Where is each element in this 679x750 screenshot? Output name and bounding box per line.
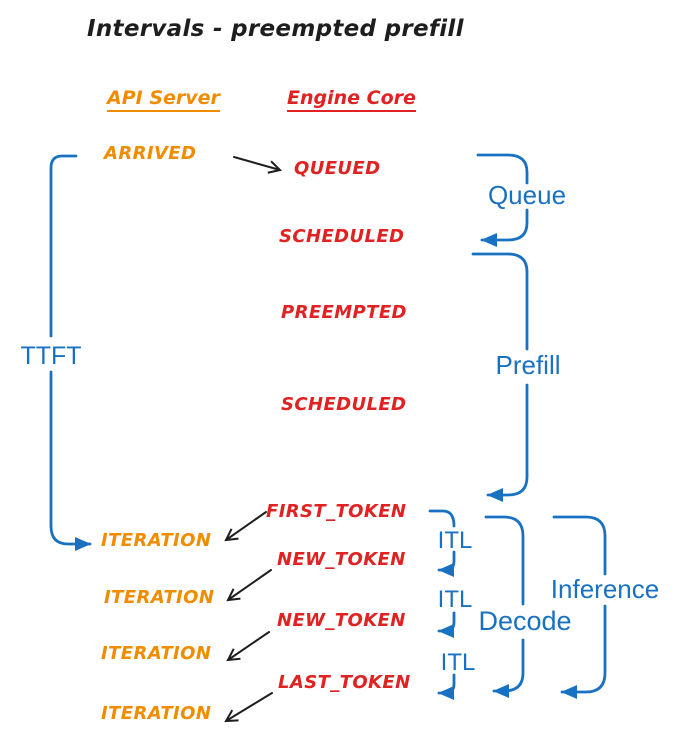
event-iteration-4: ITERATION <box>101 703 212 724</box>
event-iteration-1: ITERATION <box>101 530 212 551</box>
prefill-bracket-top <box>471 252 529 351</box>
interval-label-decode: Decode <box>478 606 572 636</box>
inference-arrow <box>560 604 607 699</box>
arrow-arrived-queued <box>233 156 283 174</box>
event-new-token-2: NEW_TOKEN <box>277 610 406 631</box>
event-scheduled-2: SCHEDULED <box>281 394 407 415</box>
arrow-lasttoken-iteration <box>224 692 273 723</box>
ttft-arrow <box>49 370 92 551</box>
event-scheduled-1: SCHEDULED <box>279 226 405 247</box>
queue-arrow <box>480 208 529 247</box>
interval-label-inference: Inference <box>550 574 660 604</box>
arrow-firsttoken-iteration <box>224 511 267 542</box>
event-preempted: PREEMPTED <box>281 302 407 323</box>
interval-label-itl-3: ITL <box>440 649 476 676</box>
event-last-token: LAST_TOKEN <box>278 672 411 693</box>
itl-arrow-3 <box>437 673 456 700</box>
event-arrows <box>224 156 283 723</box>
itl-arrow-2 <box>437 611 456 638</box>
decode-bracket-top <box>484 515 525 606</box>
event-iteration-2: ITERATION <box>104 587 215 608</box>
arrow-newtoken1-iteration <box>226 569 272 602</box>
interval-label-prefill: Prefill <box>495 350 561 380</box>
itl-brackets <box>428 509 456 700</box>
event-queued: QUEUED <box>294 158 381 179</box>
event-iteration-3: ITERATION <box>101 643 212 664</box>
interval-label-itl-2: ITL <box>437 586 473 613</box>
diagram-title: Intervals - preempted prefill <box>87 16 464 42</box>
column-header-engine-core: Engine Core <box>287 88 416 112</box>
event-first-token: FIRST_TOKEN <box>266 501 407 522</box>
interval-label-queue: Queue <box>487 180 567 210</box>
event-new-token-1: NEW_TOKEN <box>277 549 406 570</box>
decode-bracket <box>484 515 525 698</box>
prefill-arrow <box>486 383 529 502</box>
prefill-bracket <box>471 252 529 502</box>
interval-label-itl-1: ITL <box>437 527 473 554</box>
column-header-api-server: API Server <box>107 88 220 112</box>
decode-arrow <box>492 638 525 698</box>
itl-arrow-1 <box>437 550 456 577</box>
ttft-bracket <box>49 154 92 551</box>
event-arrived: ARRIVED <box>104 143 197 164</box>
inference-bracket-top <box>552 515 607 576</box>
queue-bracket-top <box>476 153 529 185</box>
inference-bracket <box>552 515 607 699</box>
arrow-newtoken2-iteration <box>226 631 270 662</box>
ttft-bracket-top <box>49 154 78 338</box>
queue-bracket <box>476 153 529 247</box>
interval-label-ttft: TTFT <box>20 342 82 370</box>
itl-bracket-top <box>428 509 456 528</box>
